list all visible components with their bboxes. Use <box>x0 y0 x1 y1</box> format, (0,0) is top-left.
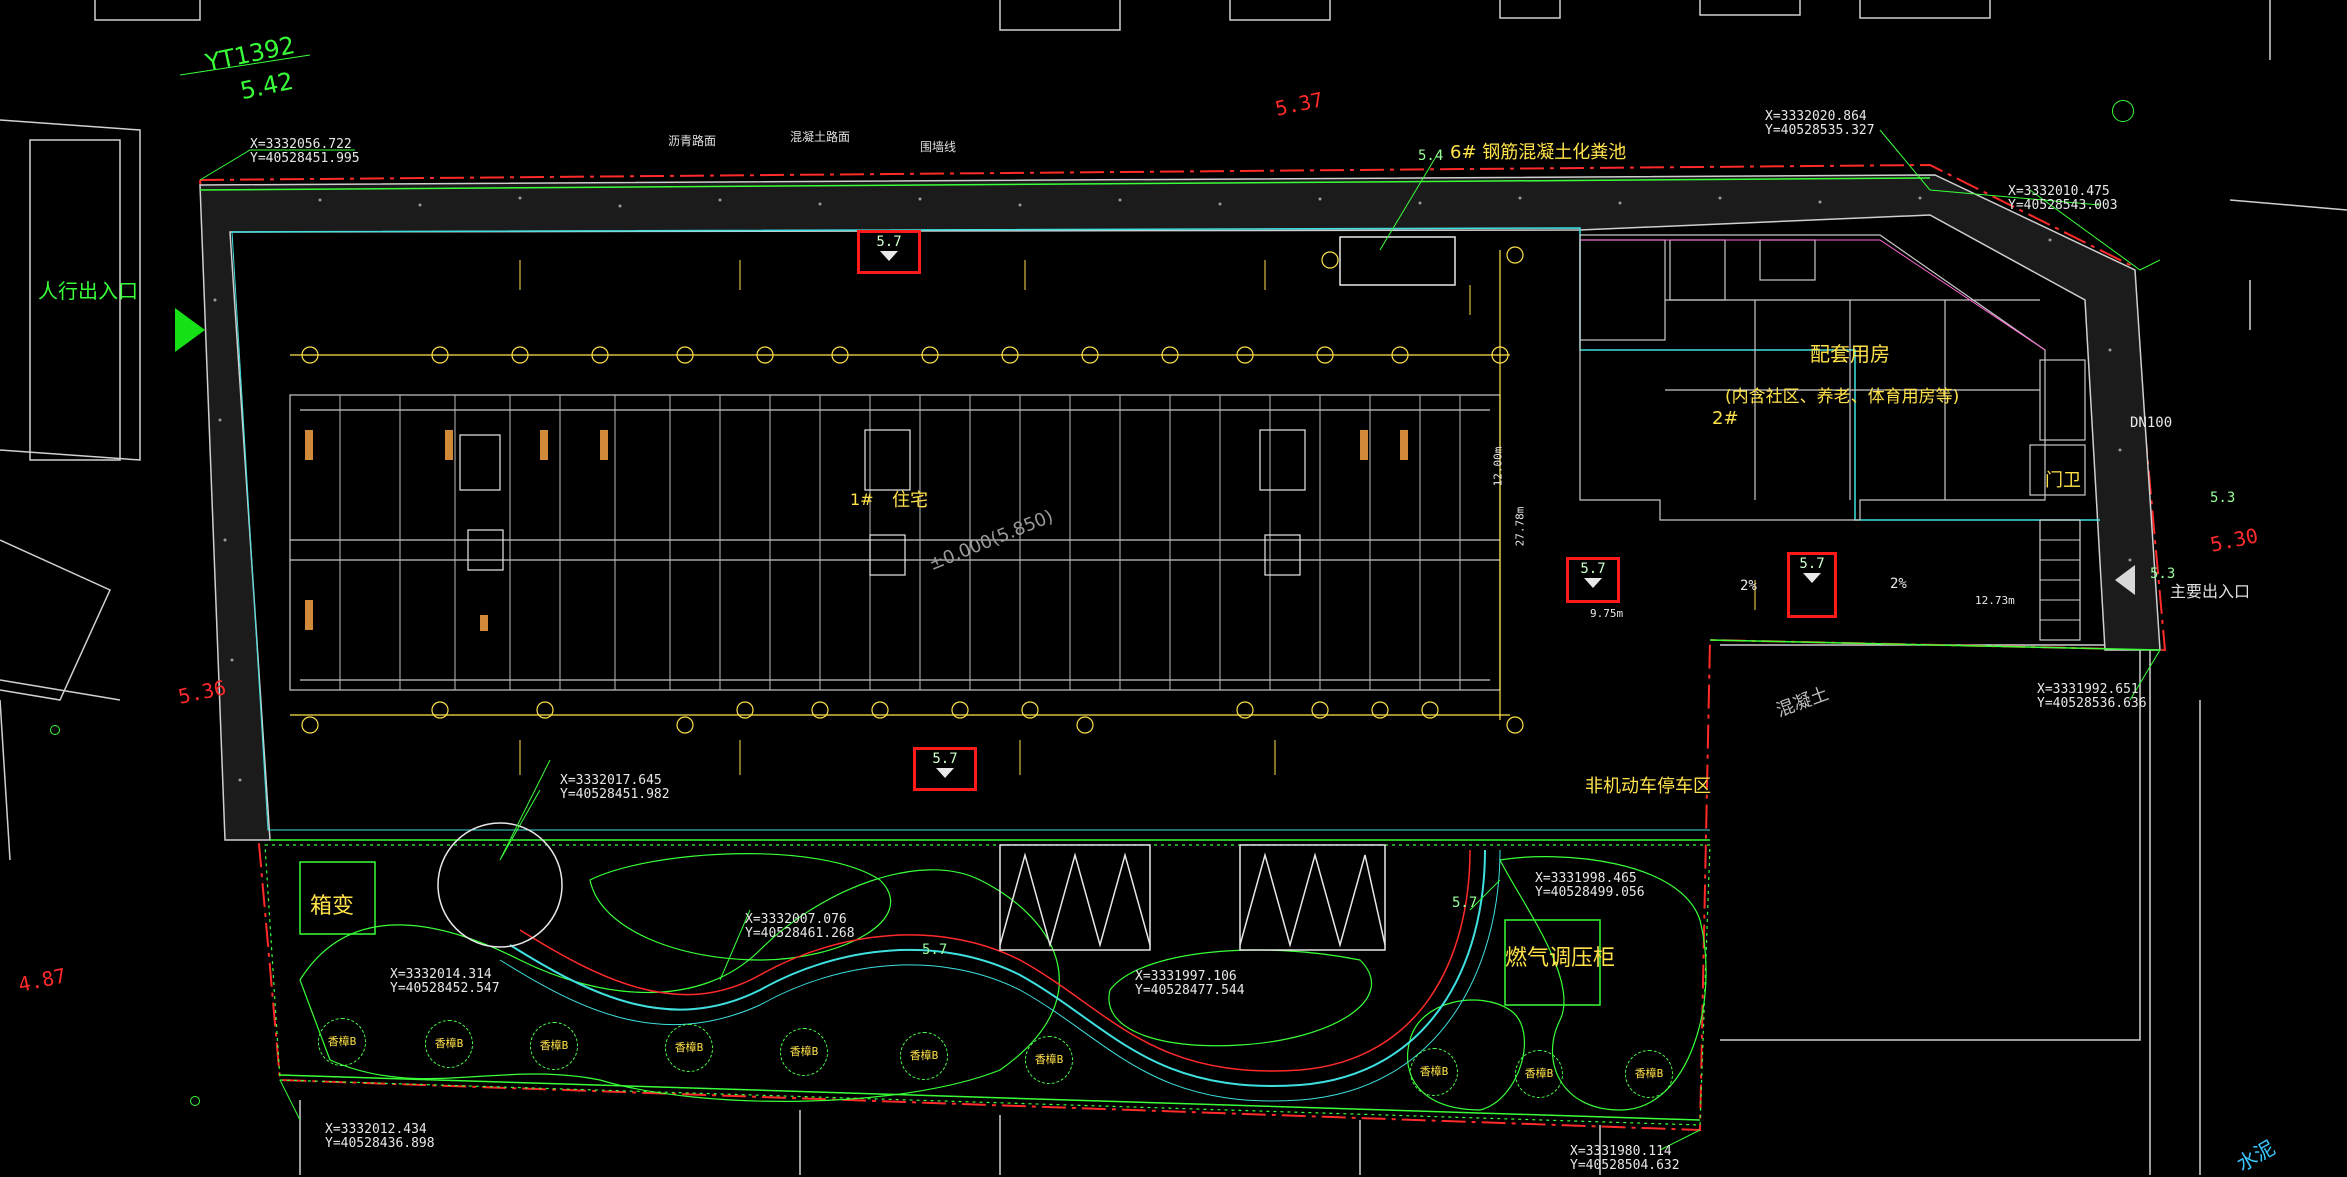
ancillary-note: (内含社区、养老、体育用房等) <box>1725 387 1960 407</box>
septic-tank <box>1339 236 1456 286</box>
tag-slope-2: 2% <box>1740 578 1757 594</box>
building-1-number: 1# <box>850 490 874 509</box>
tree-symbol: 香樟B <box>425 1020 473 1068</box>
tag-dim-4: 12.00m <box>1491 446 1505 487</box>
tree-symbol: 香樟B <box>780 1028 828 1076</box>
circular-plaza <box>437 822 563 948</box>
lamp-post-icon <box>190 1096 200 1106</box>
axis-bubbles <box>301 246 1524 734</box>
elevation-mark-1: 5.7 <box>857 230 921 274</box>
gas-cabinet-outline <box>1504 919 1601 1006</box>
leader-lines <box>179 54 2161 1151</box>
paving-label-1: 沥青路面 <box>668 134 717 148</box>
elevation-triangle-icon <box>936 768 954 778</box>
perimeter-wall-hatch <box>199 174 2161 841</box>
elevation-mark-3: 5.7 <box>1566 557 1620 603</box>
tag-5-4: 5.4 <box>1418 148 1444 164</box>
lamp-post-icon <box>2112 100 2134 122</box>
gas-cabinet-label: 燃气调压柜 <box>1505 946 1616 971</box>
tree-symbol: 香樟B <box>1025 1036 1073 1084</box>
columns <box>305 430 1408 631</box>
tag-5-3-b: 5.3 <box>2150 566 2176 582</box>
bike-parking-label: 非机动车停车区 <box>1585 776 1711 797</box>
pedestrian-entrance-label: 人行出入口 <box>38 279 138 303</box>
guard-label: 门卫 <box>2045 470 2081 491</box>
tag-dn100: DN100 <box>2130 415 2173 431</box>
hatch-dots <box>213 196 2132 782</box>
elevation-mark-4: 5.7 <box>1787 552 1837 618</box>
septic-tank-label: 6# 钢筋混凝土化粪池 <box>1450 142 1627 163</box>
building-1-axes <box>290 250 1510 720</box>
guard-steps <box>2039 519 2081 641</box>
parking-bays <box>999 844 1386 951</box>
main-entrance-label: 主要出入口 <box>2170 582 2251 601</box>
building-1 <box>289 394 1501 691</box>
tag-5-3-a: 5.3 <box>2210 490 2236 506</box>
box-transformer-outline <box>299 861 376 935</box>
elevation-triangle-icon <box>1803 573 1821 583</box>
inner-site-line <box>231 227 2100 521</box>
tree-symbol: 香樟B <box>318 1018 366 1066</box>
tag-dim-2: 9.75m <box>1590 607 1624 620</box>
inner-site-line-2 <box>231 231 1710 831</box>
wall-line-label: 围墙线 <box>920 140 957 154</box>
elevation-triangle-icon <box>1584 578 1602 588</box>
building-1-cores <box>459 429 1306 576</box>
main-entrance-arrow <box>2115 565 2135 595</box>
tag-5-7-a: 5.7 <box>1452 895 1478 911</box>
residence-label: 住宅 <box>892 490 928 511</box>
tree-symbol: 香樟B <box>665 1024 713 1072</box>
tag-slope-1: 2% <box>1890 576 1907 592</box>
elevation-triangle-icon <box>880 251 898 261</box>
pedestrian-entrance-arrow <box>175 308 205 352</box>
ancillary-label: 配套用房 <box>1810 342 1890 366</box>
tree-symbol: 香樟B <box>900 1032 948 1080</box>
tree-symbol: 香樟B <box>1625 1050 1673 1098</box>
tag-dim-1: 12.73m <box>1975 594 2015 607</box>
tree-symbol: 香樟B <box>1410 1048 1458 1096</box>
tag-dim-3: 27.78m <box>1513 506 1527 547</box>
paving-label-2: 混凝土路面 <box>790 130 851 144</box>
elevation-mark-2: 5.7 <box>913 747 977 791</box>
box-transformer-label: 箱变 <box>310 894 355 919</box>
lamp-post-icon <box>50 725 60 735</box>
building-2-wall <box>1580 239 2046 351</box>
tag-5-7-b: 5.7 <box>922 942 948 958</box>
building-2-number: 2# <box>1712 408 1739 429</box>
slope-arrows <box>519 260 1756 775</box>
tree-symbol: 香樟B <box>1515 1050 1563 1098</box>
tree-symbol: 香樟B <box>530 1022 578 1070</box>
building-1-partitions <box>339 395 1461 690</box>
